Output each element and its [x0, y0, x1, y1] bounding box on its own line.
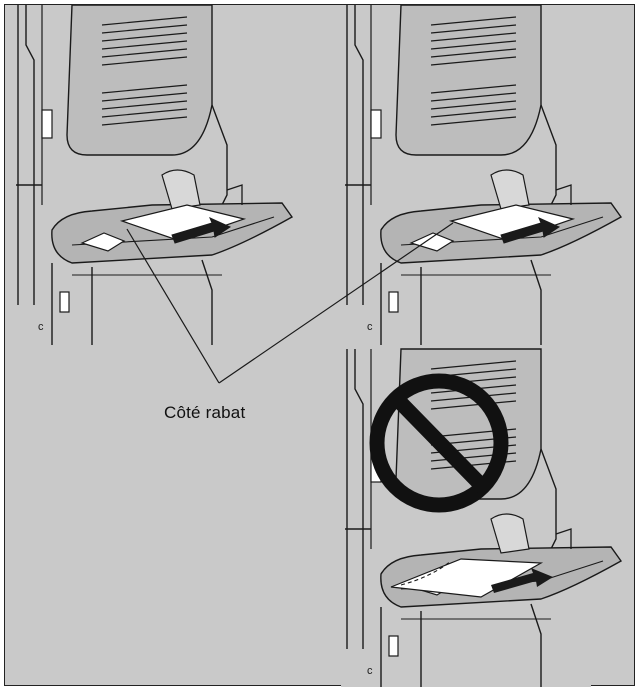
callout-leader-lines	[126, 222, 454, 384]
no-sign-icon	[369, 373, 509, 513]
panel-bottom-right	[340, 348, 631, 687]
instruction-diagram: c	[11, 5, 631, 687]
panel-top-right	[340, 5, 631, 346]
figure-frame: c	[4, 4, 635, 687]
panel-top-left	[11, 5, 293, 346]
callout-label: Côté rabat	[164, 403, 246, 422]
